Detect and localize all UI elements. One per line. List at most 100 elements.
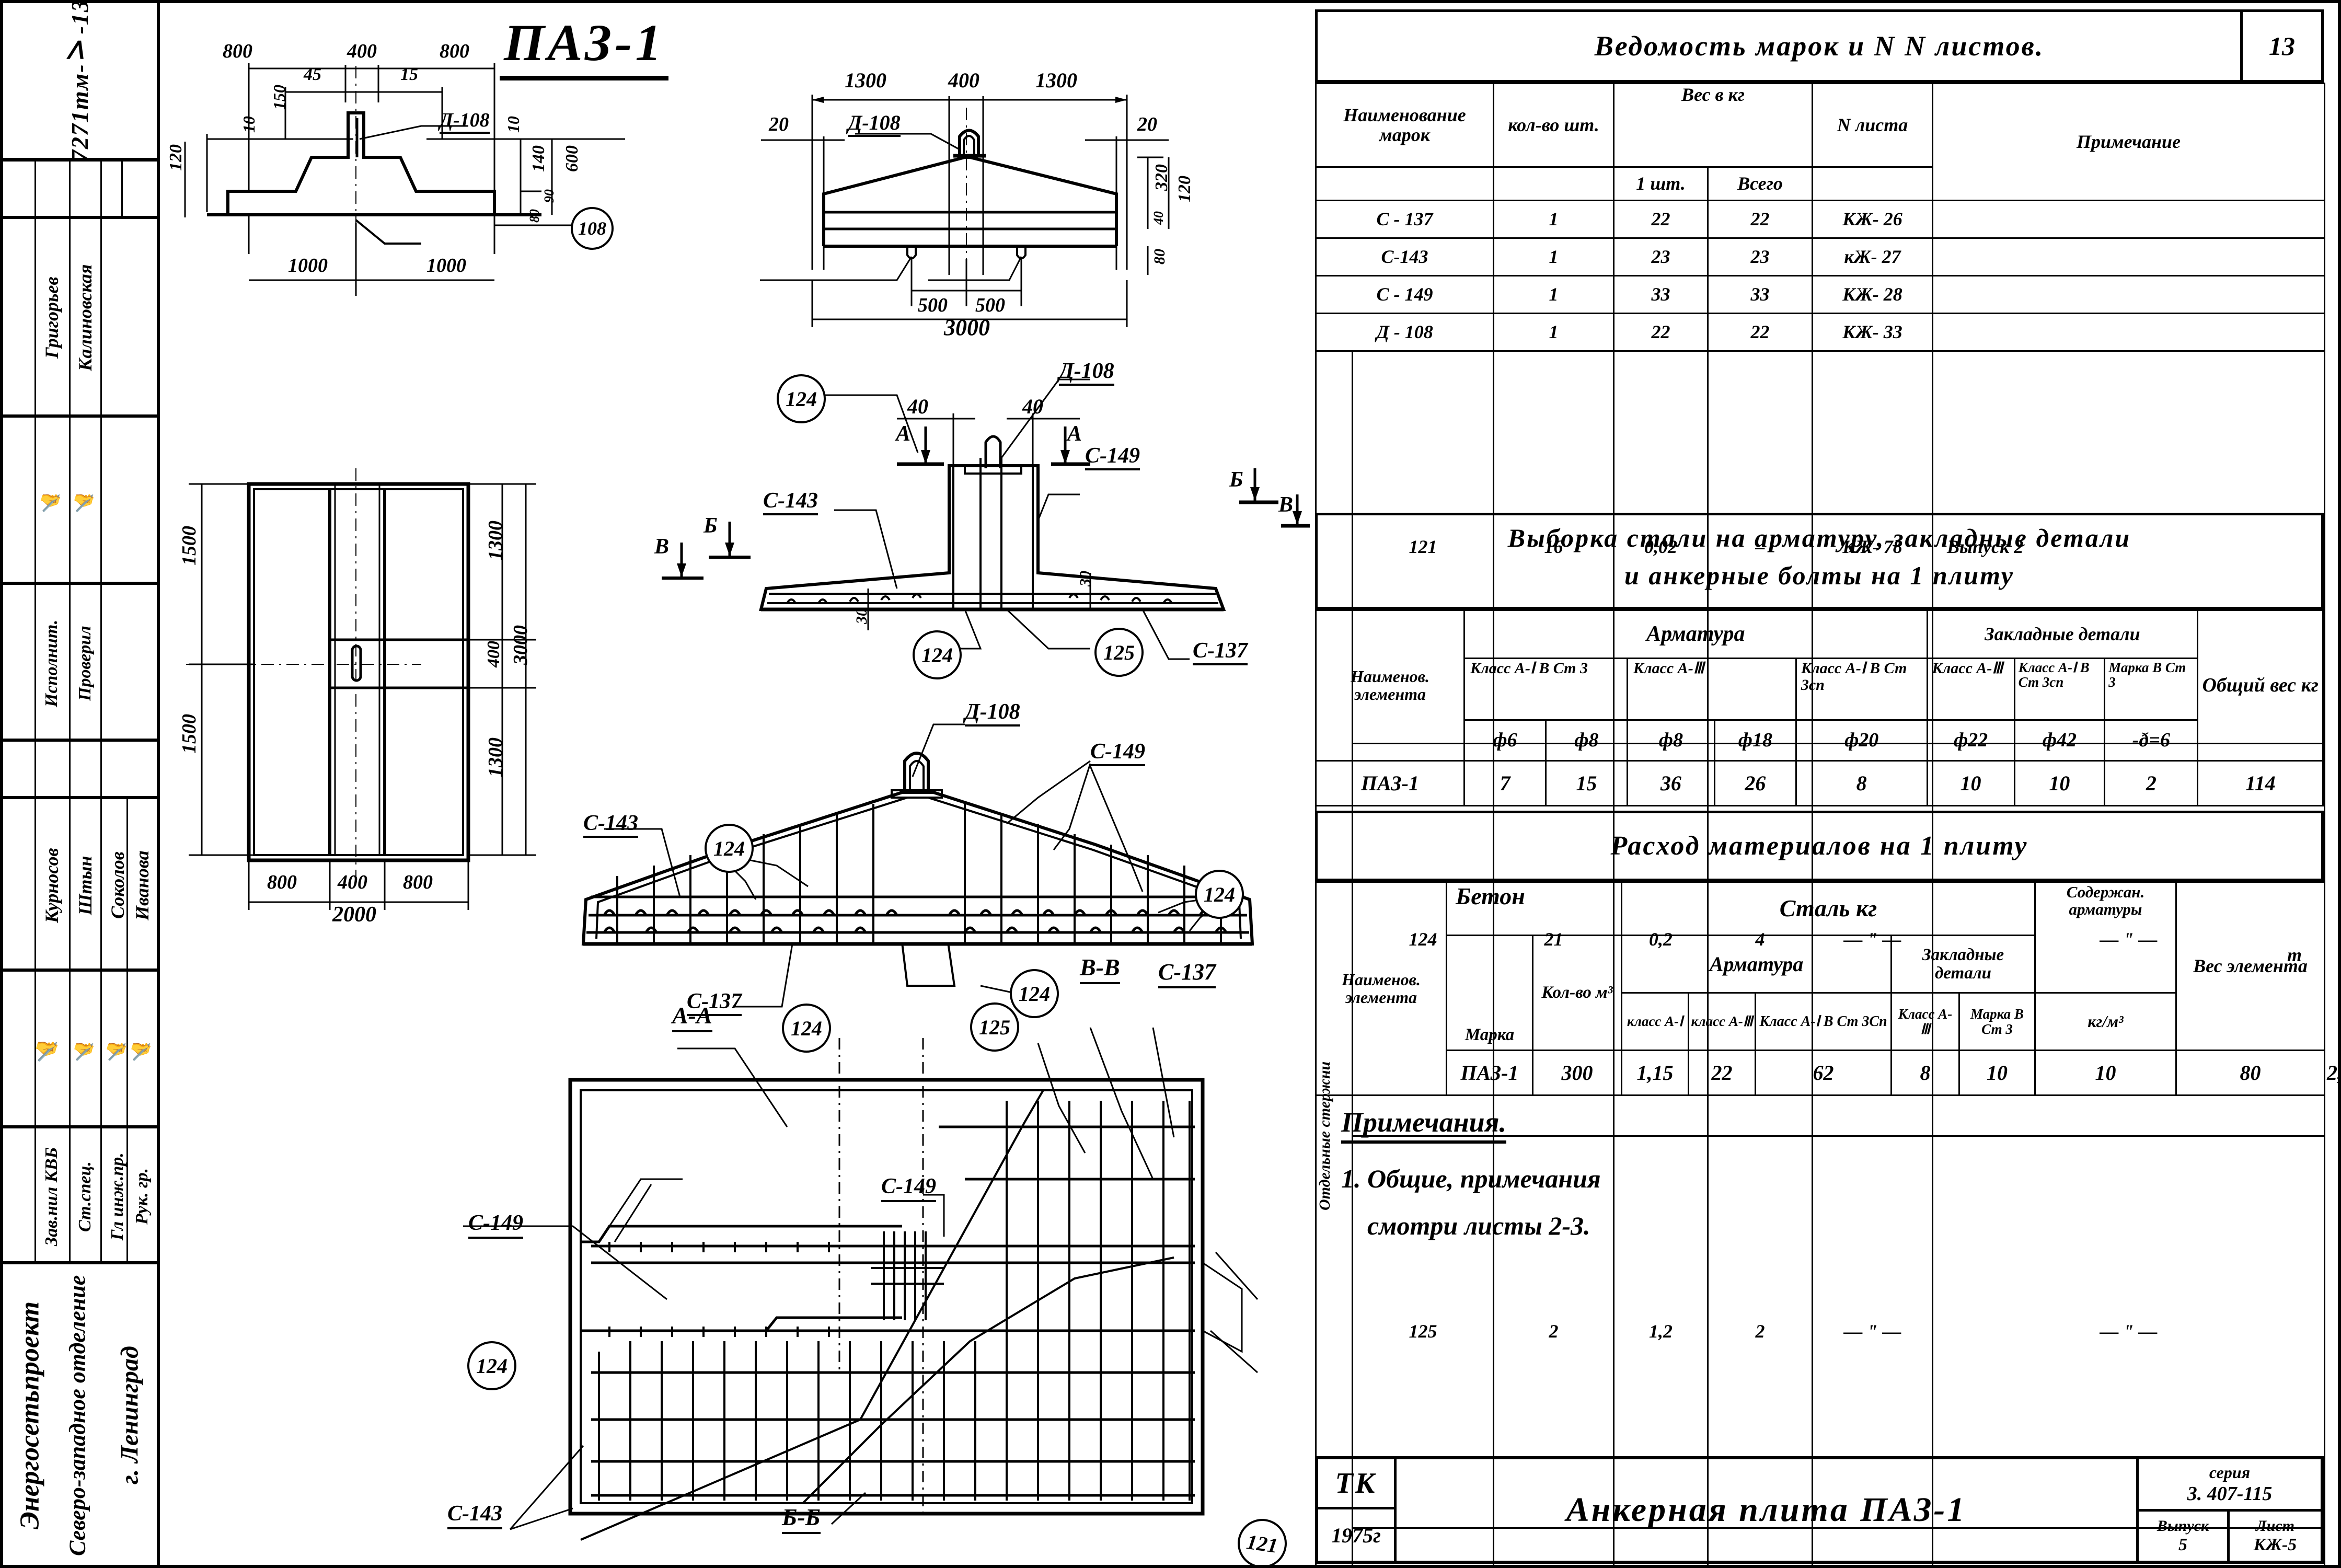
dim-120: 120 [166, 144, 186, 171]
table-row: С-143 1 23 23 кЖ- 27 [1314, 237, 2326, 276]
page-number-box: 13 [2240, 9, 2324, 83]
tb-sheet-value: КЖ-5 [2253, 1535, 2297, 1554]
th-diam-7: -ð=6 [2104, 719, 2199, 762]
cell-note [1932, 313, 2326, 352]
dim-400-side: 400 [948, 68, 979, 92]
signature-3: ✍ [75, 1039, 95, 1061]
cell-v7: 2 [2104, 760, 2199, 806]
th-qty: кол-во шт. [1493, 83, 1615, 168]
th-class-1: Класс А-Ⅰ В Ст 3 [1463, 658, 1628, 721]
th-diam-5: ф22 [1926, 719, 2015, 762]
notes-heading: Примечания. [1341, 1106, 1506, 1144]
plan-view-drawing: 1500 1500 1300 400 1300 3000 800 400 800… [160, 468, 656, 927]
dim-10-left: 10 [239, 116, 258, 133]
table-marks-title: Ведомость марок и N N листов. [1594, 30, 2045, 62]
th-weight-unit: т [2287, 944, 2302, 965]
cell-wt: 23 [1707, 237, 1814, 276]
cell-mv1: 62 [1755, 1050, 1892, 1096]
dim-1300-left: 1300 [845, 68, 886, 92]
th-class-3: Класс А-Ⅰ В Ст 3сп [1795, 658, 1928, 721]
cell-note [1932, 200, 2326, 239]
th-weight-total: Всего [1707, 166, 1814, 201]
th-concrete: Бетон [1446, 881, 1622, 936]
cell-note [1932, 275, 2326, 314]
signer-role-0: Исполнит. [42, 619, 61, 707]
signature-2: ✍ [37, 1037, 59, 1063]
callout-bubble-108: 108 [571, 207, 614, 250]
mark-c143-plan: С-143 [447, 1501, 502, 1529]
cell-note [1932, 237, 2326, 276]
cell-wt: 33 [1707, 275, 1814, 314]
th-armature: Арматура [1463, 609, 1928, 659]
cell-v3: 26 [1713, 760, 1797, 806]
th-weight-m: Вес элемента [2175, 881, 2325, 1051]
cell-content: 80 [2175, 1050, 2325, 1096]
th-diam-4: ф20 [1795, 719, 1928, 762]
dim-1000-right: 1000 [426, 255, 466, 276]
dim-80: 80 [527, 209, 542, 223]
dim-40-side: 40 [1151, 211, 1166, 225]
cell-v0: 7 [1463, 760, 1547, 806]
th-armature-m: Арматура [1621, 935, 1892, 994]
table-row: С - 149 1 33 33 КЖ- 28 [1314, 275, 2326, 314]
plan-dim-800-left: 800 [267, 871, 297, 893]
th-element-m: Наименов. элемента [1315, 881, 1447, 1096]
th-mcol-4: Марка В Ст 3 [1958, 992, 2036, 1051]
table-steel-title-2: и анкерные болты на 1 плиту [1624, 561, 2014, 590]
cell-sheet: КЖ- 33 [1812, 313, 1934, 352]
mark-c149-elev: С-149 [1090, 739, 1145, 766]
bottom-plan-drawing: А-А 124 125 С-149 С-149 124 121 С-143 Б-… [442, 1002, 1310, 1541]
th-sheet: N листа [1812, 83, 1934, 168]
tb-title: Анкерная плита ПАЗ-1 [1566, 1491, 1967, 1529]
dim-1300-right: 1300 [1035, 68, 1077, 92]
table-materials-title-box: Расход материалов на 1 плиту [1315, 811, 2324, 881]
section-arrow-a-right: А [1067, 422, 1082, 446]
mark-d108-elev: Д-108 [965, 699, 1020, 727]
table-marks-title-box: Ведомость марок и N N листов. [1315, 9, 2324, 83]
table-row: ПАЗ-1 7 15 36 26 8 10 10 2 114 [1314, 760, 2324, 806]
mark-c137-vv: С-137 [1158, 959, 1216, 988]
table-row: 108 2 4 8 — " — — " — [1316, 1527, 2326, 1565]
cell-name: Д - 108 [1314, 313, 1495, 352]
signer-role-3: Ст.спец. [75, 1161, 95, 1232]
mark-d108-aa: Д-108 [1059, 359, 1114, 386]
cell-note: — " — [1932, 1135, 2326, 1529]
cell-sheet: кЖ- 27 [1812, 237, 1934, 276]
elevation-drawing: С-143 124 Д-108 С-149 124 С-137 124 [568, 693, 1299, 1028]
tb-sheet-label: Лист [2256, 1517, 2294, 1535]
dim-120-side: 120 [1175, 176, 1194, 202]
cell-w1: 23 [1613, 237, 1709, 276]
tb-issue-value: 5 [2178, 1535, 2187, 1554]
cell-wt: 2 [1707, 1135, 1814, 1529]
dim-800-right: 800 [440, 40, 469, 62]
cell-v4: 8 [1795, 760, 1928, 806]
section-aa-drawing: 124 40 40 А А Д-108 С-149 С-143 С-137 30… [756, 359, 1310, 688]
th-qty: Кол-во м³ [1532, 935, 1622, 1051]
cell-mv4: 10 [2034, 1050, 2177, 1096]
cell-sheet: КЖ- 28 [1812, 275, 1934, 314]
dim-90: 90 [541, 189, 557, 203]
th-mcol-1: класс А-Ⅲ [1688, 992, 1756, 1051]
table-row: 125 2 1,2 2 — " — — " — [1316, 1135, 2326, 1529]
front-section-drawing: 800 400 800 45 15 150 10 10 120 140 600 … [166, 34, 646, 359]
mark-c149-plan-left: С-149 [468, 1210, 523, 1239]
th-diam-6: ф42 [2013, 719, 2106, 762]
th-class-5: Класс А-Ⅰ В Ст 3сп [2013, 658, 2106, 721]
plan-dim-800-right: 800 [403, 871, 433, 893]
cell-name: С-143 [1314, 237, 1495, 276]
callout-bubble-124-aa-bottom: 124 [913, 630, 962, 679]
cell-w1: 22 [1613, 313, 1709, 352]
cell-v5: 10 [1926, 760, 2015, 806]
signer-name-5: Иванова [132, 850, 153, 920]
cell-element: ПАЗ-1 [1314, 760, 1466, 806]
cell-qty: 1 [1493, 237, 1615, 276]
section-caption-bb: Б-Б [782, 1503, 821, 1534]
cell-grade: 300 [1532, 1050, 1622, 1096]
callout-bubble-124-elev-left: 124 [705, 824, 754, 873]
th-mcol-3: Класс А-Ⅲ [1890, 992, 1960, 1051]
dim-45: 45 [304, 65, 321, 84]
th-diam-3: ф18 [1713, 719, 1797, 762]
cell-name: 108 [1351, 1527, 1495, 1565]
mark-c143-elev: С-143 [583, 811, 638, 838]
